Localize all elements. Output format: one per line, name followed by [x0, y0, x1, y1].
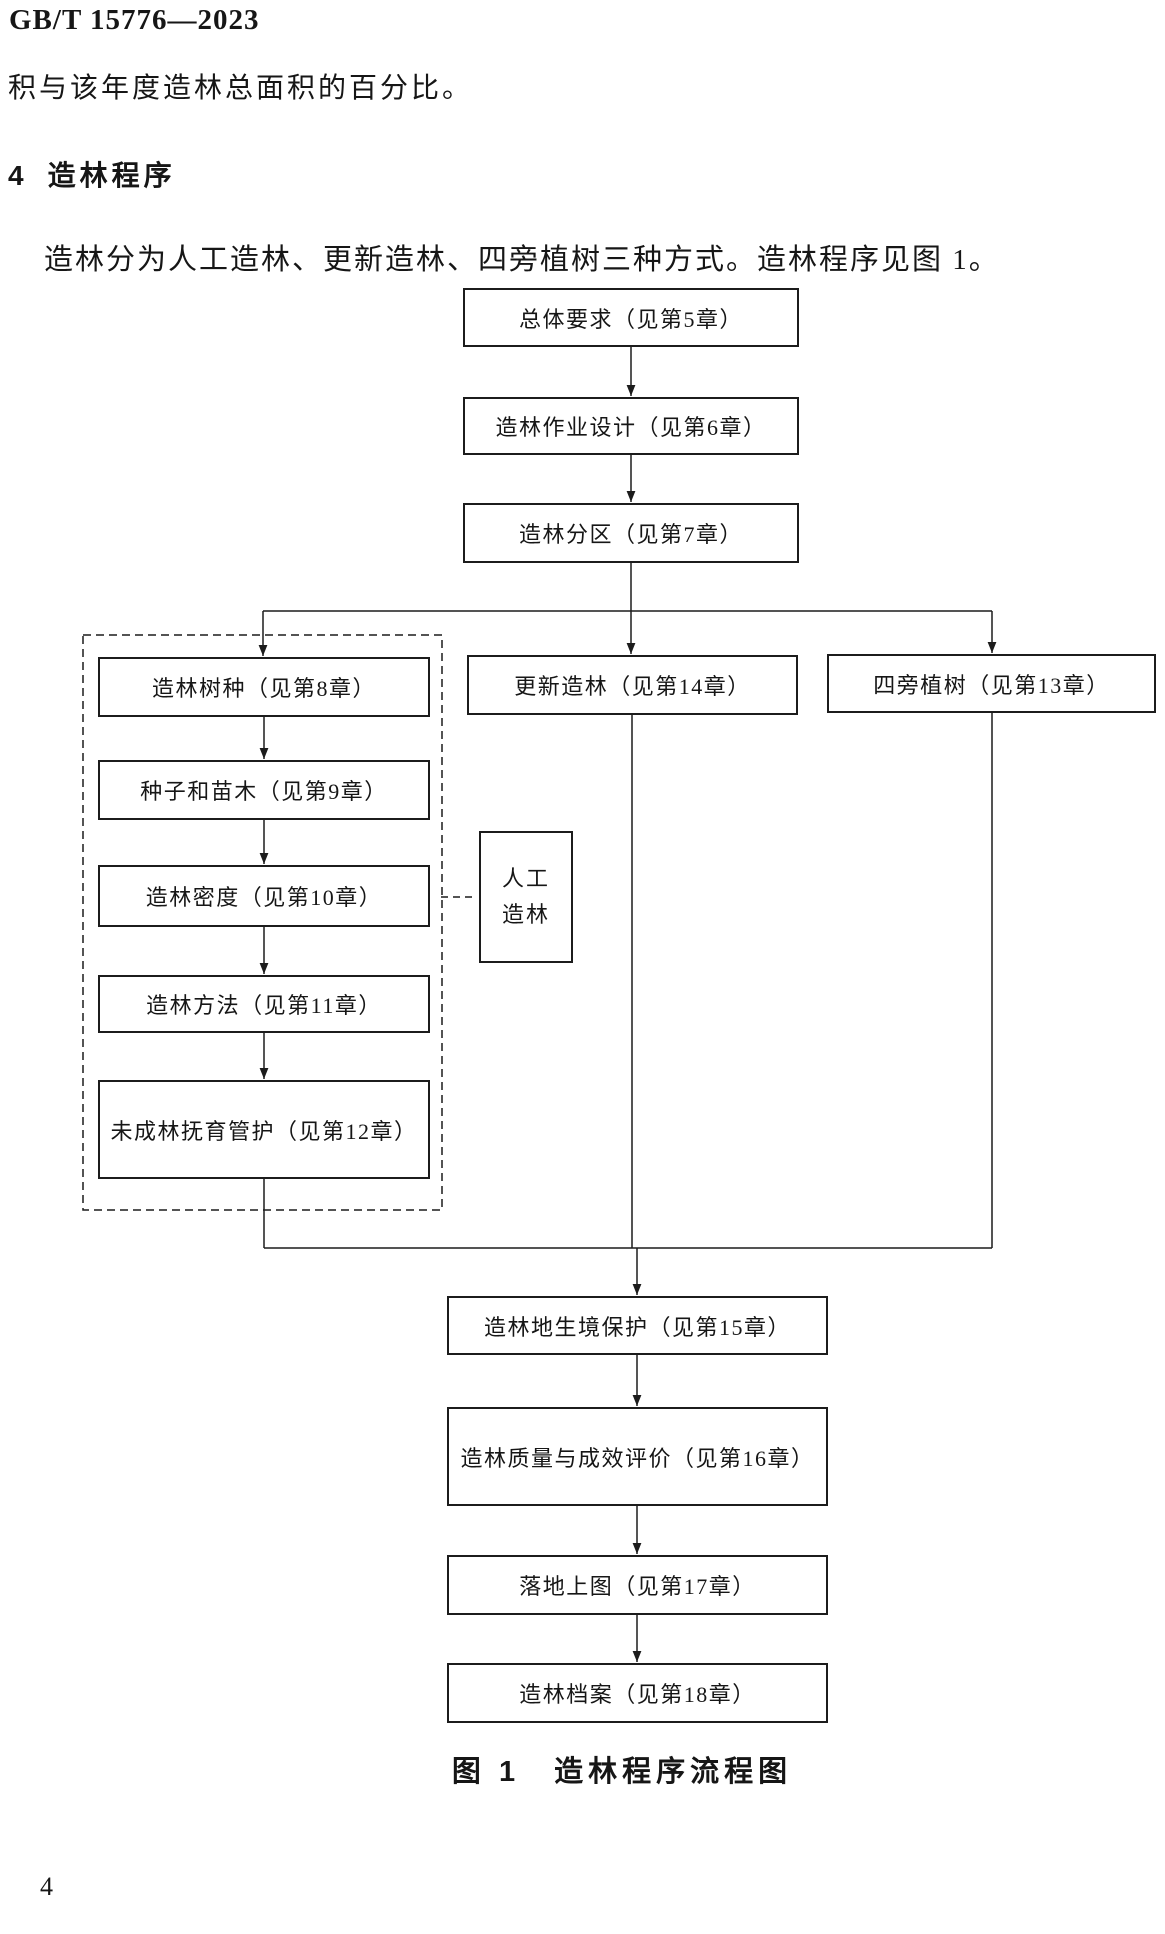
flow-node-planting-method: 造林方法（见第11章） — [98, 975, 430, 1033]
intro-paragraph: 造林分为人工造林、更新造林、四旁植树三种方式。造林程序见图 1。 — [44, 244, 1000, 276]
flow-node-zoning: 造林分区（见第7章） — [463, 503, 799, 563]
flow-node-mapping: 落地上图（见第17章） — [447, 1555, 828, 1615]
page-number: 4 — [40, 1872, 53, 1901]
flow-node-quality-evaluation: 造林质量与成效评价（见第16章） — [447, 1407, 828, 1506]
figure-caption: 图 1 造林程序流程图 — [451, 1756, 793, 1788]
standard-code: GB/T 15776—2023 — [9, 4, 260, 36]
flow-node-tree-species: 造林树种（见第8章） — [98, 657, 430, 717]
flow-node-operation-design: 造林作业设计（见第6章） — [463, 397, 799, 455]
section-number: 4 — [8, 160, 24, 191]
flow-node-archives: 造林档案（见第18章） — [447, 1663, 828, 1723]
flow-node-regeneration: 更新造林（见第14章） — [467, 655, 798, 715]
flow-node-habitat-protection: 造林地生境保护（见第15章） — [447, 1296, 828, 1355]
artificial-label-line1: 人工 — [501, 865, 550, 891]
flow-node-artificial-afforestation-label: 人工 造林 — [479, 831, 573, 963]
flow-node-seeds-seedlings: 种子和苗木（见第9章） — [98, 760, 430, 820]
flow-node-sideline-planting: 四旁植树（见第13章） — [827, 654, 1156, 713]
flow-node-young-stand-tending: 未成林抚育管护（见第12章） — [98, 1080, 430, 1179]
body-text-line: 积与该年度造林总面积的百分比。 — [8, 73, 474, 104]
section-title: 造林程序 — [47, 160, 176, 191]
flow-node-planting-density: 造林密度（见第10章） — [98, 865, 430, 927]
section-heading: 4 造林程序 — [8, 154, 176, 194]
flow-node-general-requirements: 总体要求（见第5章） — [463, 288, 799, 347]
artificial-label-line2: 造林 — [501, 902, 550, 927]
